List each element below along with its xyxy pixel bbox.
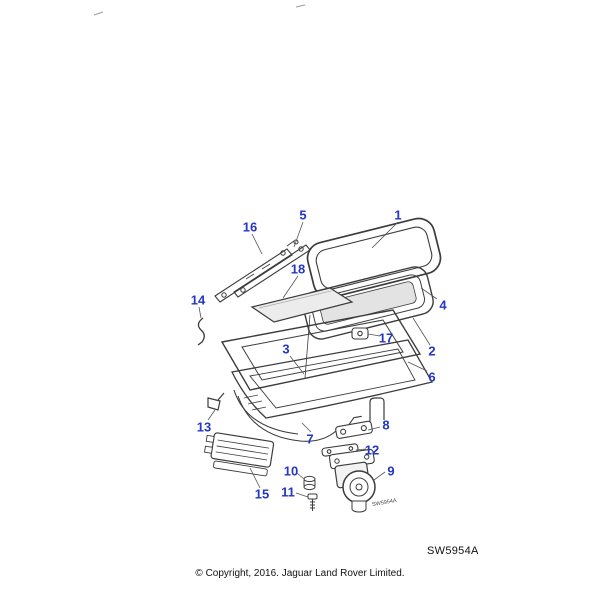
callout-9: 9: [387, 463, 395, 479]
diagram-code: SW5954A: [427, 545, 479, 557]
sunshade-panel-part: [250, 287, 354, 323]
main-frame-part: [220, 309, 422, 391]
callout-3: 3: [282, 341, 290, 357]
bracket-14-part: [197, 317, 205, 346]
callout-7: 7: [306, 431, 314, 447]
guide-pin-part: [369, 397, 385, 422]
lower-frame-part: [231, 339, 433, 419]
bracket-13-part: [207, 392, 225, 411]
callout-12: 12: [364, 442, 380, 458]
guide-rail-parts: [214, 239, 311, 303]
crop-mark: [93, 4, 306, 16]
callout-2: 2: [428, 343, 436, 359]
callout-1: 1: [394, 207, 402, 223]
callout-6: 6: [428, 369, 436, 385]
callout-15: 15: [254, 486, 270, 502]
copyright-text: © Copyright, 2016. Jaguar Land Rover Lim…: [195, 568, 405, 579]
callout-11: 11: [281, 484, 295, 500]
bracket-8-part: [335, 415, 373, 439]
glass-panel-part: [306, 217, 442, 299]
grommet-part: [303, 475, 316, 491]
screw-part: [307, 493, 318, 511]
callout-10: 10: [283, 463, 299, 479]
callout-13: 13: [196, 419, 212, 435]
callout-14: 14: [190, 292, 206, 308]
callout-16: 16: [242, 219, 258, 235]
clip-17-part: [351, 327, 369, 340]
drive-cables-part: [233, 389, 337, 442]
callout-17: 17: [378, 330, 394, 346]
motor-part: [328, 448, 376, 513]
leader-lines: [198, 221, 438, 498]
callout-4: 4: [439, 297, 447, 313]
callout-8: 8: [382, 417, 390, 433]
callout-5: 5: [299, 207, 307, 223]
control-module-part: [204, 432, 275, 477]
callout-18: 18: [290, 261, 306, 277]
